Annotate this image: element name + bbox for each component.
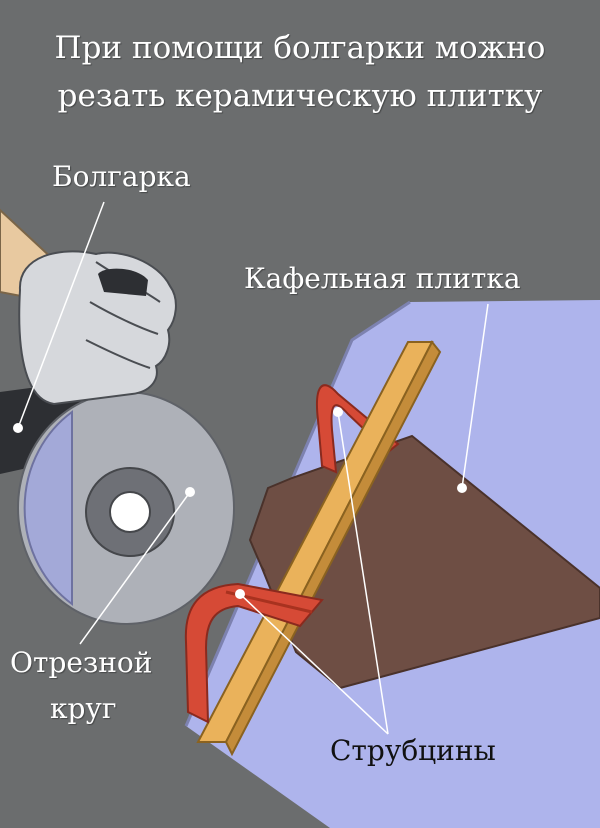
leader-tile [461,303,489,489]
disc-hole [109,491,151,533]
dot-disc [185,487,195,497]
title-line-2: резать керамическую плитку [57,78,543,114]
leader-clamp-back [337,411,389,735]
label-disc-line-1: Отрезной [10,646,153,679]
dot-tile [457,483,467,493]
label-tile: Кафельная плитка [244,262,521,295]
leader-grinder [17,201,105,429]
disc-guard [23,410,73,606]
dot-grinder [13,423,23,433]
leader-disc [79,491,191,645]
grinder-knob [98,268,148,296]
glove-finger-line-2 [89,301,159,335]
clamp-front [184,582,324,724]
label-disc-line-2: круг [50,692,117,725]
label-clamps: Струбцины [330,734,496,767]
glove-finger-line-3 [85,339,151,369]
dot-clamp-back [333,407,343,417]
glove [18,250,177,406]
clamp-back [316,384,400,474]
title-line-1: При помощи болгарки можно [54,30,546,66]
dot-clamp-front [235,589,245,599]
label-grinder: Болгарка [52,160,191,193]
leader-clamp-front [239,593,389,735]
